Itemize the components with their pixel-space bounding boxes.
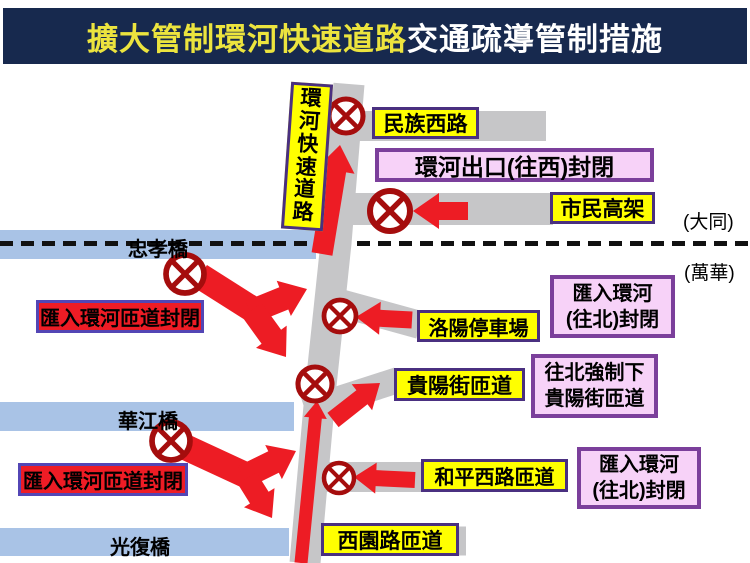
sign-luoyang-parking: 洛陽停車場 bbox=[417, 310, 540, 342]
expressway-label-char: 快 bbox=[296, 131, 320, 157]
sign-forced-exit-guiyang: 往北強制下 貴陽街匝道 bbox=[531, 354, 658, 418]
page-title-rest: 交通疏導管制措施 bbox=[407, 21, 663, 57]
page-title: 擴大管制環河快速道路交通疏導管制措施 bbox=[3, 8, 747, 64]
sign-shimin-elevated: 市民高架 bbox=[550, 192, 655, 224]
bridge-label-zhongxiao: 忠孝橋 bbox=[128, 239, 188, 261]
expressway-label-char: 速 bbox=[294, 154, 318, 180]
no-entry-icon-cross bbox=[326, 465, 352, 491]
no-entry-icon-cross bbox=[332, 102, 360, 130]
bridge-label-huajiang: 華江橋 bbox=[118, 411, 178, 433]
shimin-left-arrow bbox=[413, 193, 468, 229]
sign-guiyang-ramp: 貴陽街匝道 bbox=[394, 368, 525, 401]
district-label-datong: (大同) bbox=[683, 212, 734, 233]
merge-flow-body-lower bbox=[179, 435, 258, 490]
sign-minzu-west-road: 民族西路 bbox=[372, 107, 479, 139]
no-entry-icon-cross bbox=[373, 194, 407, 228]
sign-line: (往北)封閉 bbox=[565, 308, 660, 331]
sign-merge-north-closed-lower: 匯入環河 (往北)封閉 bbox=[577, 447, 701, 509]
no-entry-icon-cross bbox=[169, 258, 201, 290]
sign-huanhe-exit-closed: 環河出口(往西)封閉 bbox=[375, 148, 654, 182]
sign-line: 匯入環河 bbox=[599, 454, 679, 476]
no-entry-icon-cross bbox=[301, 370, 329, 398]
sign-line: 匯入環河 bbox=[572, 282, 653, 305]
expressway-label-char: 道 bbox=[293, 177, 316, 202]
sign-merge-north-closed-upper: 匯入環河 (往北)封閉 bbox=[550, 275, 675, 338]
expressway-label-char: 路 bbox=[291, 200, 315, 225]
merge-branch-down-upper bbox=[242, 303, 287, 357]
merge-branch-down-lower bbox=[237, 472, 275, 518]
north-flow-arrow-mid bbox=[294, 401, 327, 563]
sign-line: 貴陽街匝道 bbox=[544, 388, 645, 410]
sign-xiyuan-ramp: 西園路匝道 bbox=[321, 523, 459, 556]
sign-line: (往北)封閉 bbox=[592, 480, 686, 502]
no-entry-icon-cross bbox=[326, 302, 354, 330]
bridge-label-guangfu: 光復橋 bbox=[110, 537, 170, 559]
sign-merge-ramp-closed-upper: 匯入環河匝道封閉 bbox=[36, 300, 204, 333]
no-entry-icon-cross bbox=[155, 425, 187, 457]
sign-heping-west-ramp: 和平西路匝道 bbox=[421, 459, 568, 492]
sign-merge-ramp-closed-lower: 匯入環河匝道封閉 bbox=[18, 463, 188, 496]
heping-left-arrow bbox=[354, 462, 416, 494]
page-title-highlight: 擴大管制環河快速道路 bbox=[87, 21, 407, 57]
guiyang-exit-arrow bbox=[327, 383, 380, 428]
luoyang-left-arrow bbox=[356, 301, 413, 335]
guangfu-bridge-band bbox=[0, 528, 289, 556]
expressway-label-char: 環 bbox=[299, 86, 323, 111]
huajiang-bridge-band bbox=[0, 402, 294, 431]
expressway-label-char: 河 bbox=[298, 109, 321, 134]
sign-line: 往北強制下 bbox=[544, 362, 645, 384]
district-label-wanhua: (萬華) bbox=[684, 263, 735, 284]
